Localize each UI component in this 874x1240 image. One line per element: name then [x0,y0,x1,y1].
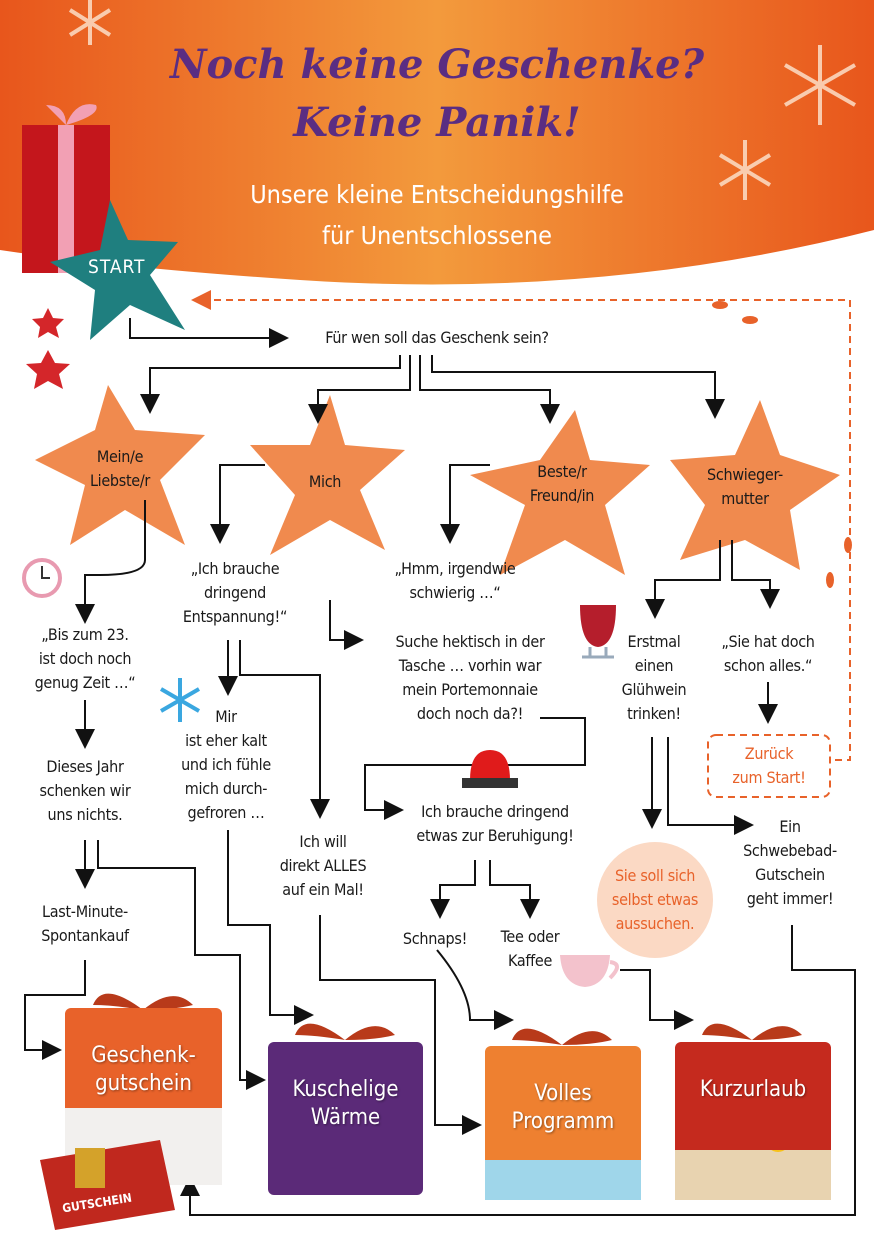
gift-label: Geschenk- gutschein [91,1043,196,1096]
back-to-start-box [707,734,831,798]
star-mich [250,395,405,555]
subtitle-line-2: für Unentschlossene [322,221,552,250]
teacup-icon [560,955,619,987]
question: Für wen soll das Geschenk sein? [325,328,549,347]
siren-icon [462,750,518,788]
gift-kuschelige-waerme: Kuschelige Wärme [268,1042,423,1195]
gift-geschenkgutschein: Geschenk- gutschein [65,1008,222,1108]
step-bis23: „Bis zum 23. ist doch noch genug Zeit …“ [34,625,136,692]
star-schwieger [670,400,840,570]
step-kalt: Mir ist eher kalt und ich fühle mich dur… [181,707,271,822]
step-beruhigung: Ich brauche dringend etwas zur Beruhigun… [416,802,574,845]
step-entspannung: „Ich brauche dringend Entspannung!“ [182,559,288,626]
header-background [0,0,874,285]
recipient-liebste: Mein/e Liebste/r [89,447,151,490]
step-schnaps: Schnaps! [402,929,468,948]
title-line-2: Keine Panik! [293,99,581,146]
step-selbst: Sie soll sich selbst etwas aussuchen. [611,866,699,933]
recipient-mich: Mich [308,472,342,491]
gift-box-icon [22,102,110,273]
start-label: START [88,256,146,278]
step-dieses-jahr: Dieses Jahr schenken wir uns nichts. [39,757,131,824]
star-liebste [35,385,205,545]
back-to-start-link[interactable]: Zurück zum Start! [732,744,806,787]
red-star-icon [26,350,70,389]
gift-volles-programm: Volles Programm [485,1046,641,1160]
mulled-wine-icon [580,605,616,659]
step-tee: Tee oder Kaffee [500,927,560,970]
gift-label: Kurzurlaub [699,1077,807,1102]
red-star-icon [32,308,64,338]
recipient-freund: Beste/r Freund/in [529,462,595,505]
step-gluehwein: Erstmal einen Glühwein trinken! [621,632,687,723]
step-suche: Suche hektisch in der Tasche … vorhin wa… [395,632,545,723]
star-freund [470,410,650,575]
selbst-circle [597,842,713,958]
start-star-icon [50,200,185,340]
step-last-minute: Last-Minute- Spontankauf [41,902,129,945]
alarm-clock-icon [22,558,62,598]
gift-kurzurlaub: Kurzurlaub [675,1042,831,1150]
step-hmm: „Hmm, irgendwie schwierig …“ [394,559,516,602]
voucher-card-icon [40,1140,175,1230]
step-alles-schon: „Sie hat doch schon alles.“ [721,632,815,675]
footprints-icon [712,301,852,588]
gift-label: Volles Programm [511,1081,615,1134]
snowflake-icon [68,0,856,200]
gift-label: Kuschelige Wärme [292,1077,399,1130]
recipient-stars [35,385,840,575]
recipient-schwiegermutter: Schwieger- mutter [707,465,783,508]
step-schwebebad: Ein Schwebebad- Gutschein geht immer! [743,817,837,908]
snowflake-blue-icon [159,678,201,722]
step-alles: Ich will direkt ALLES auf ein Mal! [279,832,367,899]
title-line-1: Noch keine Geschenke? [169,41,705,88]
bows [93,993,802,1045]
subtitle-line-1: Unsere kleine Entscheidungshilfe [250,180,624,209]
